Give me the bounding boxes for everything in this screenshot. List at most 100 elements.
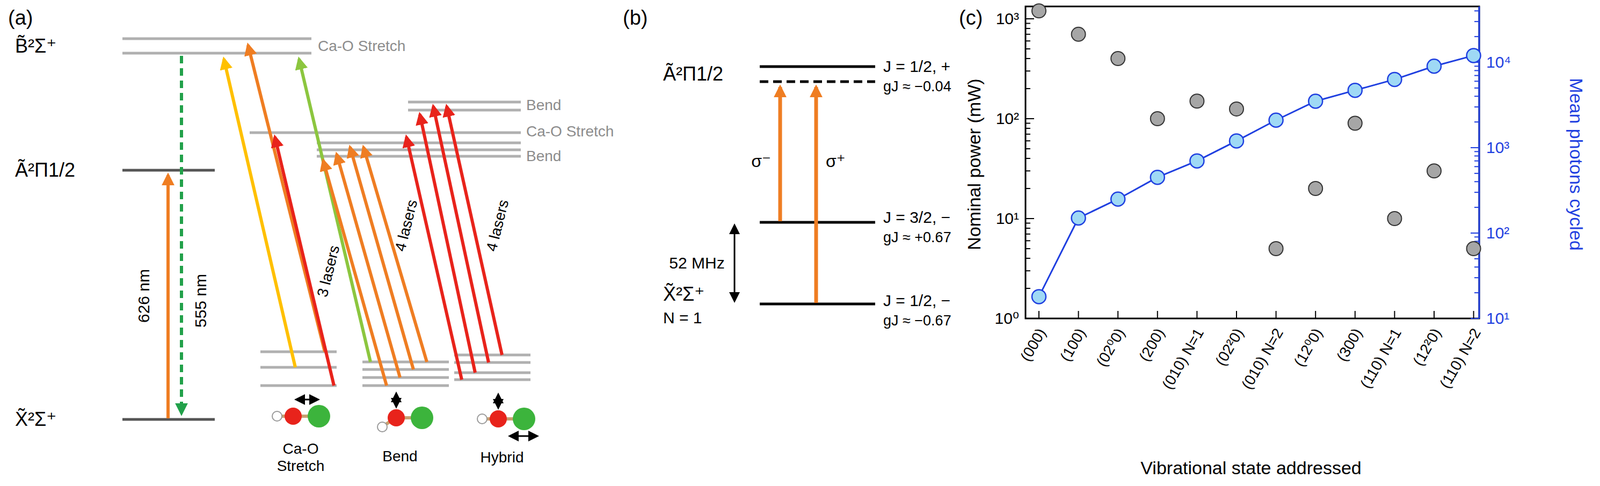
tick <box>1235 310 1238 319</box>
drawing-stroke <box>433 106 489 363</box>
text-label: 10² <box>995 109 1020 129</box>
power-point <box>1031 3 1046 18</box>
text-label: 10⁴ <box>1486 53 1511 72</box>
text-label: 3 lasers <box>314 243 344 300</box>
tick <box>1473 310 1475 319</box>
tick <box>1474 95 1480 97</box>
drawing-stroke <box>489 410 507 428</box>
power-point <box>1189 93 1204 108</box>
power-point <box>1308 181 1323 196</box>
tick <box>1157 310 1159 319</box>
text-label: gJ ≈ +0.67 <box>883 229 952 246</box>
text-label: X̃²Σ⁺ <box>663 282 705 305</box>
tick <box>1025 157 1031 159</box>
tick <box>1038 310 1040 319</box>
tick <box>1474 80 1480 82</box>
tick <box>1025 133 1031 135</box>
tick <box>1474 75 1480 77</box>
text-label: (12²0) <box>1409 325 1445 369</box>
text-label: 10¹ <box>1486 309 1510 329</box>
text-label: (000) <box>1016 325 1050 365</box>
photon-point <box>1348 83 1363 98</box>
text-label: J = 3/2, − <box>883 208 951 228</box>
photon-point <box>1150 170 1165 185</box>
tick <box>1474 35 1480 38</box>
tick <box>1470 147 1480 149</box>
tick <box>1474 292 1480 294</box>
tick <box>1025 118 1035 120</box>
text-label: 10² <box>1486 223 1510 243</box>
tick <box>1025 187 1031 189</box>
text-label: 52 MHz <box>668 253 725 273</box>
text-label: Bend <box>526 147 562 165</box>
power-point <box>1269 241 1284 256</box>
text-label: Ca-O Stretch <box>317 37 406 55</box>
plot-frame <box>1025 6 1480 319</box>
tick <box>1196 310 1198 319</box>
tick <box>1025 88 1031 90</box>
text-label: J = 1/2, + <box>883 57 951 77</box>
text-label: (b) <box>622 6 648 31</box>
tick <box>1470 232 1480 234</box>
text-label: Nominal power (mW) <box>963 78 985 250</box>
tick <box>1474 20 1480 23</box>
tick <box>1025 40 1031 42</box>
tick <box>1474 160 1480 162</box>
molecule-stretch <box>272 399 331 428</box>
power-point <box>1348 116 1363 131</box>
tick <box>1275 310 1277 319</box>
tick <box>1025 270 1031 272</box>
drawing-stroke <box>477 413 487 424</box>
tick <box>1474 87 1480 89</box>
text-label: (a) <box>8 6 33 31</box>
drawing-stroke <box>454 378 531 382</box>
drawing-stroke <box>307 404 331 428</box>
text-label: N = 1 <box>663 308 703 328</box>
tick <box>1354 310 1356 319</box>
text-label: X̃²Σ⁺ <box>15 408 57 431</box>
drawing-stroke <box>122 37 312 41</box>
tick <box>1025 57 1031 60</box>
drawing-stroke <box>778 86 783 222</box>
tick <box>1025 240 1031 242</box>
text-label: (c) <box>958 6 983 31</box>
tick <box>1025 217 1035 220</box>
text-label: Bend <box>382 447 418 465</box>
photon-point <box>1031 289 1046 304</box>
tick <box>1470 317 1480 319</box>
text-label: Hybrid <box>480 448 525 467</box>
tick <box>1474 150 1480 152</box>
drawing-stroke <box>299 59 371 362</box>
drawing-stroke <box>284 407 302 425</box>
tick <box>1314 310 1316 319</box>
tick <box>1025 257 1031 259</box>
power-point <box>1150 111 1165 126</box>
tick <box>1433 310 1435 319</box>
drawing-stroke <box>316 148 521 152</box>
photon-point <box>1269 113 1284 128</box>
text-label: Ã²Π1/2 <box>663 62 724 85</box>
drawing-stroke <box>350 147 414 370</box>
drawing-stroke <box>408 108 521 112</box>
drawing-stroke <box>408 100 521 104</box>
text-label: σ⁻ <box>751 151 772 172</box>
text-label: Bend <box>526 96 562 114</box>
drawing-stroke <box>249 131 521 135</box>
power-point <box>1071 27 1086 42</box>
photon-point <box>1308 93 1323 108</box>
drawing-stroke <box>362 384 449 388</box>
drawing-stroke <box>454 353 531 357</box>
photon-point <box>1229 133 1244 148</box>
text-label: (02²0) <box>1212 325 1248 369</box>
tick <box>1474 165 1480 167</box>
tick <box>1474 10 1480 12</box>
tick <box>1474 266 1480 268</box>
tick <box>1474 191 1480 193</box>
drawing-stroke <box>316 141 521 145</box>
tick <box>1025 23 1031 25</box>
tick <box>1474 277 1480 279</box>
tick <box>1474 172 1480 174</box>
text-label: Mean photons cycled <box>1565 77 1587 251</box>
tick <box>1474 206 1480 208</box>
